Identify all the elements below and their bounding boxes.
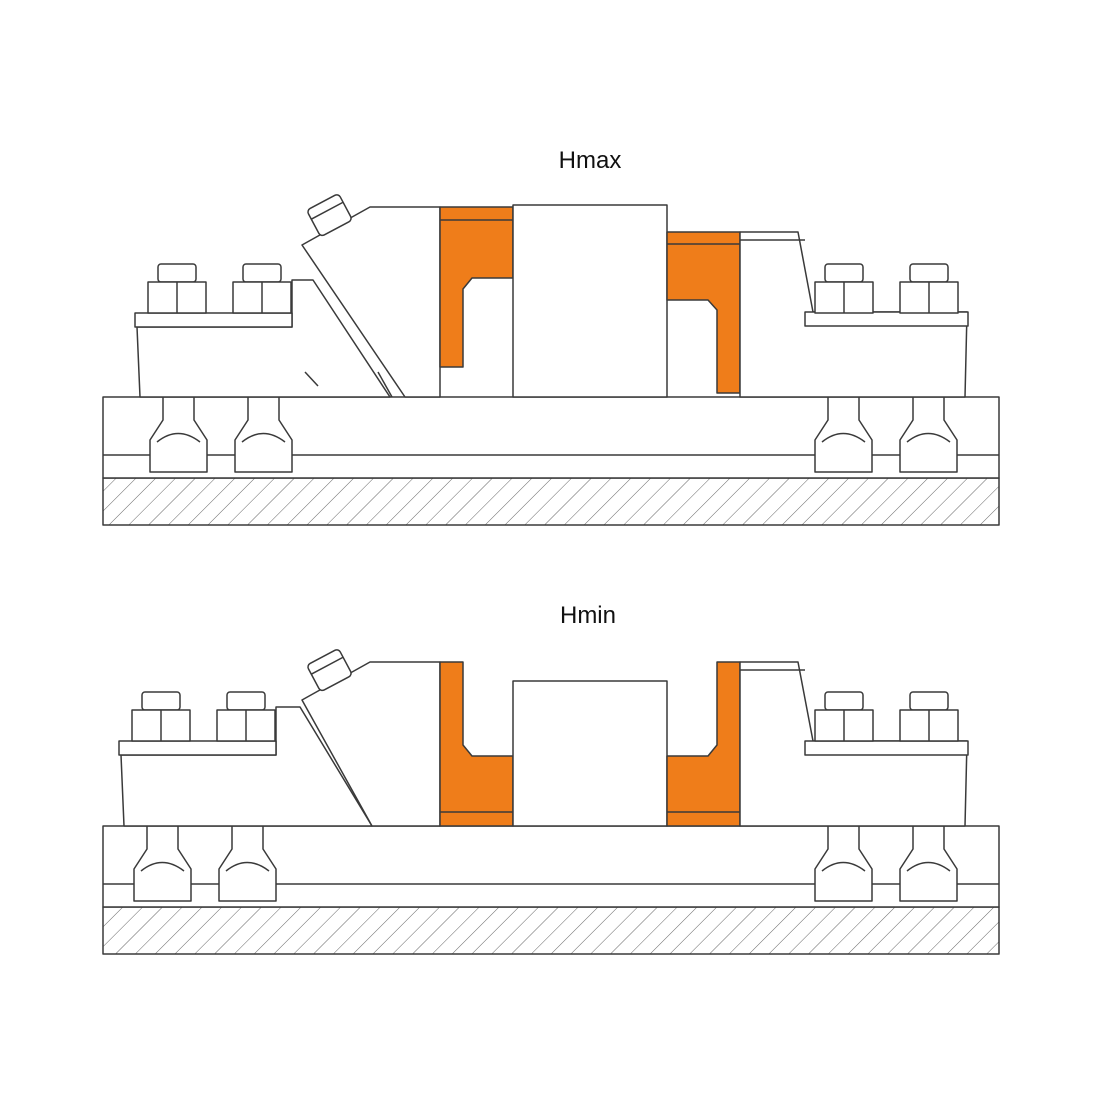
workpiece xyxy=(512,680,668,827)
t-slot-nut-left-1 xyxy=(133,825,192,902)
wedge-screw xyxy=(307,649,352,692)
hex-nut-left-1 xyxy=(131,691,191,742)
left-orange-jaw xyxy=(439,206,514,368)
hex-nut-right-2 xyxy=(899,691,959,742)
t-slot-nut-left-1 xyxy=(149,396,208,473)
right-clamp-plate xyxy=(804,311,969,327)
panel-hmax: Hmax xyxy=(102,147,1000,526)
right-orange-jaw xyxy=(666,661,741,827)
left-orange-jaw xyxy=(439,661,514,827)
ground-hatch xyxy=(102,477,1000,526)
hex-nut-left-2 xyxy=(216,691,276,742)
t-slot-nut-left-2 xyxy=(218,825,277,902)
hex-nut-right-1 xyxy=(814,263,874,314)
left-clamp-plate xyxy=(118,740,277,756)
t-slot-nut-right-2 xyxy=(899,825,958,902)
right-orange-jaw xyxy=(666,231,741,394)
workpiece xyxy=(512,204,668,398)
left-clamp-plate xyxy=(134,312,293,328)
t-slot-nut-right-2 xyxy=(899,396,958,473)
right-clamp-plate xyxy=(804,740,969,756)
panel-title-hmax: Hmax xyxy=(559,147,622,174)
hex-nut-right-2 xyxy=(899,263,959,314)
ground-hatch xyxy=(102,906,1000,955)
t-slot-nut-right-1 xyxy=(814,396,873,473)
hex-nut-left-2 xyxy=(232,263,292,314)
t-slot-nut-right-1 xyxy=(814,825,873,902)
hex-nut-left-1 xyxy=(147,263,207,314)
wedge-screw xyxy=(307,194,352,237)
panel-title-hmin: Hmin xyxy=(560,602,616,629)
hex-nut-right-1 xyxy=(814,691,874,742)
t-slot-nut-left-2 xyxy=(234,396,293,473)
panel-hmin: Hmin xyxy=(102,602,1000,955)
